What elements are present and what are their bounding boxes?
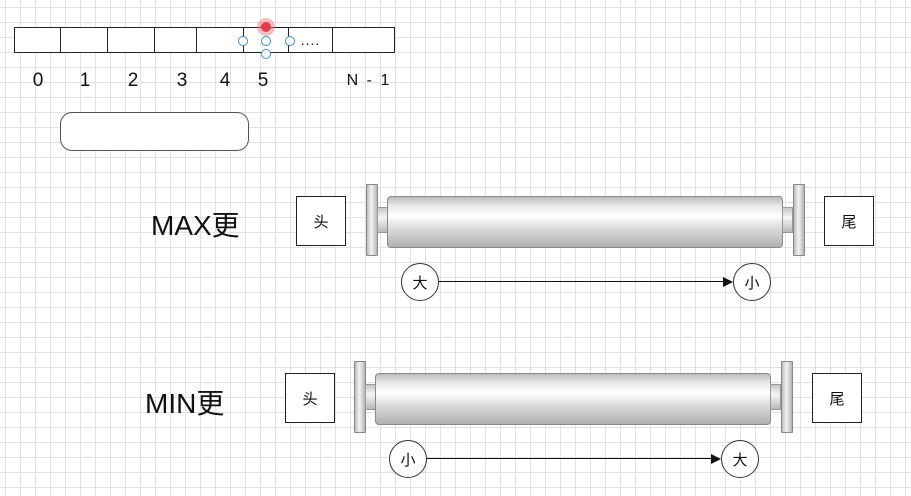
min-cylinder-right-neck [770, 384, 781, 410]
min-head-box[interactable]: 头 [285, 373, 335, 423]
resize-handle-left[interactable] [238, 36, 248, 46]
blank-rounded-box[interactable] [60, 112, 249, 151]
array-index: 5 [257, 70, 269, 91]
max-to-circle[interactable]: 小 [733, 263, 771, 301]
array-row[interactable]: .... [14, 27, 395, 53]
array-index: 1 [79, 70, 91, 91]
max-cylinder-right-neck [782, 207, 793, 233]
array-cell[interactable] [15, 28, 61, 52]
array-index: N - 1 [346, 72, 392, 89]
array-cell[interactable] [197, 28, 244, 52]
max-head-box[interactable]: 头 [296, 196, 346, 246]
min-arrow-line [427, 458, 712, 459]
resize-handle-bottom[interactable] [261, 49, 271, 59]
array-index: 3 [176, 70, 188, 91]
min-arrow-head-icon [711, 454, 721, 464]
array-cell[interactable] [108, 28, 155, 52]
array-index: 4 [219, 70, 231, 91]
max-cylinder-body[interactable] [387, 196, 783, 248]
min-cylinder-right-cap [781, 361, 793, 433]
array-index: 2 [127, 70, 139, 91]
array-index: 0 [32, 70, 44, 91]
min-heap-label: MIN更 [145, 388, 225, 419]
max-tail-box[interactable]: 尾 [824, 196, 874, 246]
max-from-circle[interactable]: 大 [401, 263, 439, 301]
max-arrow-line [439, 281, 724, 282]
array-cell-ellipsis[interactable]: .... [289, 28, 333, 52]
min-cylinder-body[interactable] [375, 373, 771, 425]
max-arrow-head-icon [723, 277, 733, 287]
max-cylinder-right-cap [793, 184, 805, 256]
max-heap-label: MAX更 [151, 210, 240, 241]
min-tail-box[interactable]: 尾 [812, 373, 862, 423]
min-to-circle[interactable]: 大 [721, 440, 759, 478]
array-cell[interactable] [61, 28, 108, 52]
resize-handle-center[interactable] [261, 36, 271, 46]
resize-handle-right[interactable] [285, 36, 295, 46]
array-cell[interactable] [155, 28, 197, 52]
array-cell[interactable] [333, 28, 394, 52]
min-from-circle[interactable]: 小 [389, 440, 427, 478]
rotation-handle[interactable] [261, 22, 271, 32]
